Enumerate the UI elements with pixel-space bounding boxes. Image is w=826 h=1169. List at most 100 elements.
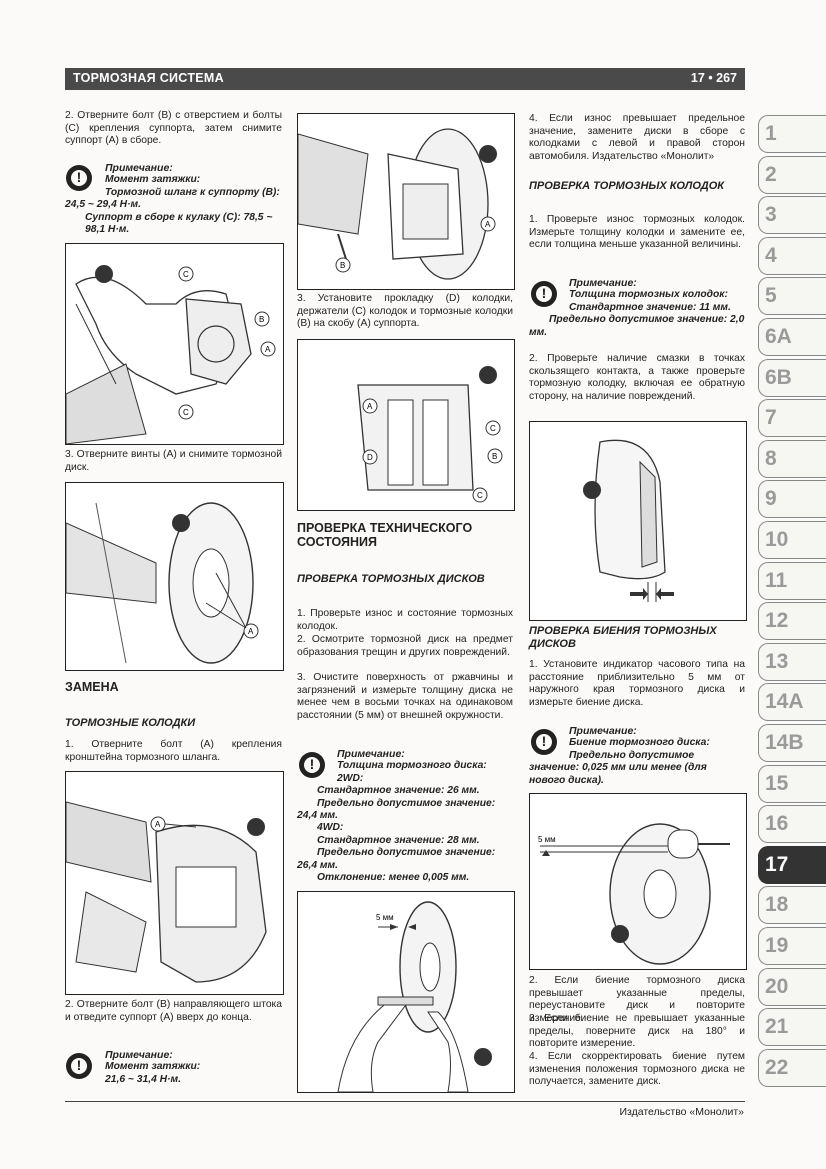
- col1-step1: 1. Отверните болт (A) крепления кронштей…: [65, 739, 282, 763]
- chapter-tab-label: 11: [765, 568, 788, 592]
- chapter-tab-14b[interactable]: 14B: [758, 724, 826, 762]
- chapter-tab-label: 10: [765, 528, 789, 551]
- chapter-tab-6a[interactable]: 6A: [758, 318, 826, 356]
- section-header-bar: ТОРМОЗНАЯ СИСТЕМА 17 • 267: [65, 68, 745, 90]
- chapter-tab-2[interactable]: 2: [758, 155, 826, 194]
- chapter-tab-label: 6A: [765, 325, 792, 348]
- chapter-tab-label: 13: [765, 649, 789, 673]
- note-icon: !: [66, 1053, 92, 1079]
- col2-s3: 3. Очистите поверхность от ржавчины и за…: [297, 672, 513, 721]
- note-disc-thickness: Примечание: Толщина тормозного диска: 2W…: [297, 748, 496, 884]
- svg-text:B: B: [492, 452, 497, 461]
- chapter-tab-label: 6B: [765, 365, 792, 389]
- svg-text:C: C: [183, 270, 189, 279]
- col3-r4: 4. Если скорректировать биение путем изм…: [529, 1051, 745, 1088]
- chapter-tab-9[interactable]: 9: [758, 480, 826, 519]
- figure-dial-indicator: 5 мм: [529, 793, 747, 970]
- chapter-tab-label: 2: [765, 162, 777, 186]
- note-torque-2: Примечание: Момент затяжки: 21,6 ~ 31,4 …: [105, 1049, 201, 1085]
- chapter-tab-7[interactable]: 7: [758, 399, 826, 438]
- figure-brake-pad: [529, 421, 747, 621]
- chapter-tab-label: 12: [765, 609, 789, 633]
- chapter-tab-18[interactable]: 18: [758, 886, 826, 925]
- discs-heading: ПРОВЕРКА ТОРМОЗНЫХ ДИСКОВ: [297, 573, 485, 585]
- svg-text:C: C: [477, 491, 483, 500]
- page-number: 17 • 267: [690, 71, 737, 85]
- chapter-tab-label: 3: [765, 203, 777, 227]
- svg-text:A: A: [248, 627, 254, 636]
- replace-heading: ЗАМЕНА: [65, 680, 119, 694]
- chapter-tab-label: 20: [765, 974, 789, 998]
- col3-s4: 4. Если износ превышает предельное значе…: [529, 113, 745, 162]
- chapter-tab-label: 16: [765, 812, 789, 836]
- col3-p1: 1. Проверьте износ тормозных колодок. Из…: [529, 214, 745, 251]
- col3-p2: 2. Проверьте наличие смазки в точках ско…: [529, 353, 745, 402]
- note-icon: !: [66, 165, 92, 191]
- chapter-tab-label: 1: [765, 122, 777, 145]
- figure-disc-measure: 5 мм: [297, 891, 515, 1093]
- svg-text:A: A: [485, 220, 491, 229]
- runout-heading: ПРОВЕРКА БИЕНИЯ ТОРМОЗНЫХ ДИСКОВ: [529, 625, 717, 650]
- col3-r1: 1. Установите индикатор часового типа на…: [529, 659, 745, 708]
- col2-s1: 1. Проверьте износ и состояние тормозных…: [297, 608, 513, 632]
- figure-pad-install: A C D B C: [297, 339, 515, 511]
- chapter-tab-label: 9: [765, 487, 777, 511]
- note-runout: Примечание: Биение тормозного диска: Пре…: [529, 725, 710, 786]
- chapter-tab-11[interactable]: 11: [758, 561, 826, 600]
- chapter-tab-label: 17: [765, 852, 789, 876]
- chapter-tab-1[interactable]: 1: [758, 115, 826, 153]
- chapter-tab-17[interactable]: 17: [758, 845, 826, 884]
- chapter-tab-label: 8: [765, 446, 777, 470]
- svg-text:B: B: [340, 261, 345, 270]
- svg-text:A: A: [265, 345, 271, 354]
- chapter-tab-label: 14A: [765, 690, 804, 714]
- footer-divider: [65, 1101, 745, 1102]
- chapter-tab-21[interactable]: 21: [758, 1008, 826, 1047]
- chapter-tab-label: 14B: [765, 731, 804, 754]
- chapter-tab-label: 18: [765, 893, 789, 917]
- figure-hose-bracket: A: [65, 771, 284, 995]
- col1-step3: 3. Отверните винты (A) и снимите тормозн…: [65, 449, 282, 473]
- chapter-tab-label: 19: [765, 934, 789, 957]
- figure-bracket-bolt: B A: [297, 113, 515, 290]
- fig-label-5mm: 5 мм: [376, 913, 394, 922]
- svg-text:C: C: [183, 408, 189, 417]
- chapter-tab-label: 5: [765, 284, 777, 308]
- chapter-tab-12[interactable]: 12: [758, 602, 826, 641]
- note-pad-thickness: Примечание: Толщина тормозных колодок: С…: [529, 277, 745, 338]
- svg-text:B: B: [259, 315, 264, 324]
- chapter-tab-label: 7: [765, 406, 777, 430]
- chapter-tab-16[interactable]: 16: [758, 805, 826, 844]
- publisher-footer: Издательство «Монолит»: [619, 1106, 744, 1118]
- section-title: ТОРМОЗНАЯ СИСТЕМА: [73, 71, 224, 85]
- chapter-tab-13[interactable]: 13: [758, 642, 826, 681]
- tech-heading: ПРОВЕРКА ТЕХНИЧЕСКОГО СОСТОЯНИЯ: [297, 521, 473, 549]
- figure-caliper-removal: C B A C: [65, 243, 284, 445]
- chapter-tab-15[interactable]: 15: [758, 764, 826, 803]
- chapter-tab-3[interactable]: 3: [758, 196, 826, 235]
- note-icon: !: [531, 281, 557, 307]
- svg-text:D: D: [367, 453, 373, 462]
- svg-text:C: C: [490, 424, 496, 433]
- chapter-tab-8[interactable]: 8: [758, 439, 826, 478]
- chapter-tab-19[interactable]: 19: [758, 927, 826, 965]
- chapter-tab-14a[interactable]: 14A: [758, 683, 826, 722]
- chapter-tab-20[interactable]: 20: [758, 967, 826, 1006]
- chapter-tab-6b[interactable]: 6B: [758, 358, 826, 397]
- svg-text:A: A: [155, 820, 161, 829]
- chapter-tab-4[interactable]: 4: [758, 236, 826, 275]
- fig-label-5mm-runout: 5 мм: [538, 835, 556, 844]
- chapter-tab-10[interactable]: 10: [758, 521, 826, 559]
- col1-step2b: 2. Отверните болт (B) направляющего шток…: [65, 999, 282, 1023]
- col3-r3: 3. Если биение не превышает указанные пр…: [529, 1013, 745, 1050]
- col2-s2: 2. Осмотрите тормозной диск на предмет о…: [297, 634, 513, 658]
- chapter-tab-label: 22: [765, 1055, 789, 1079]
- note-icon: !: [299, 752, 325, 778]
- chapter-tab-22[interactable]: 22: [758, 1048, 826, 1087]
- note-icon: !: [531, 729, 557, 755]
- chapter-tab-label: 4: [765, 243, 777, 267]
- col1-step2: 2. Отверните болт (B) с отверстием и бол…: [65, 110, 282, 147]
- chapter-tab-5[interactable]: 5: [758, 277, 826, 316]
- col2-step3: 3. Установите прокладку (D) колодки, дер…: [297, 293, 513, 330]
- figure-disc-removal: A: [65, 482, 284, 671]
